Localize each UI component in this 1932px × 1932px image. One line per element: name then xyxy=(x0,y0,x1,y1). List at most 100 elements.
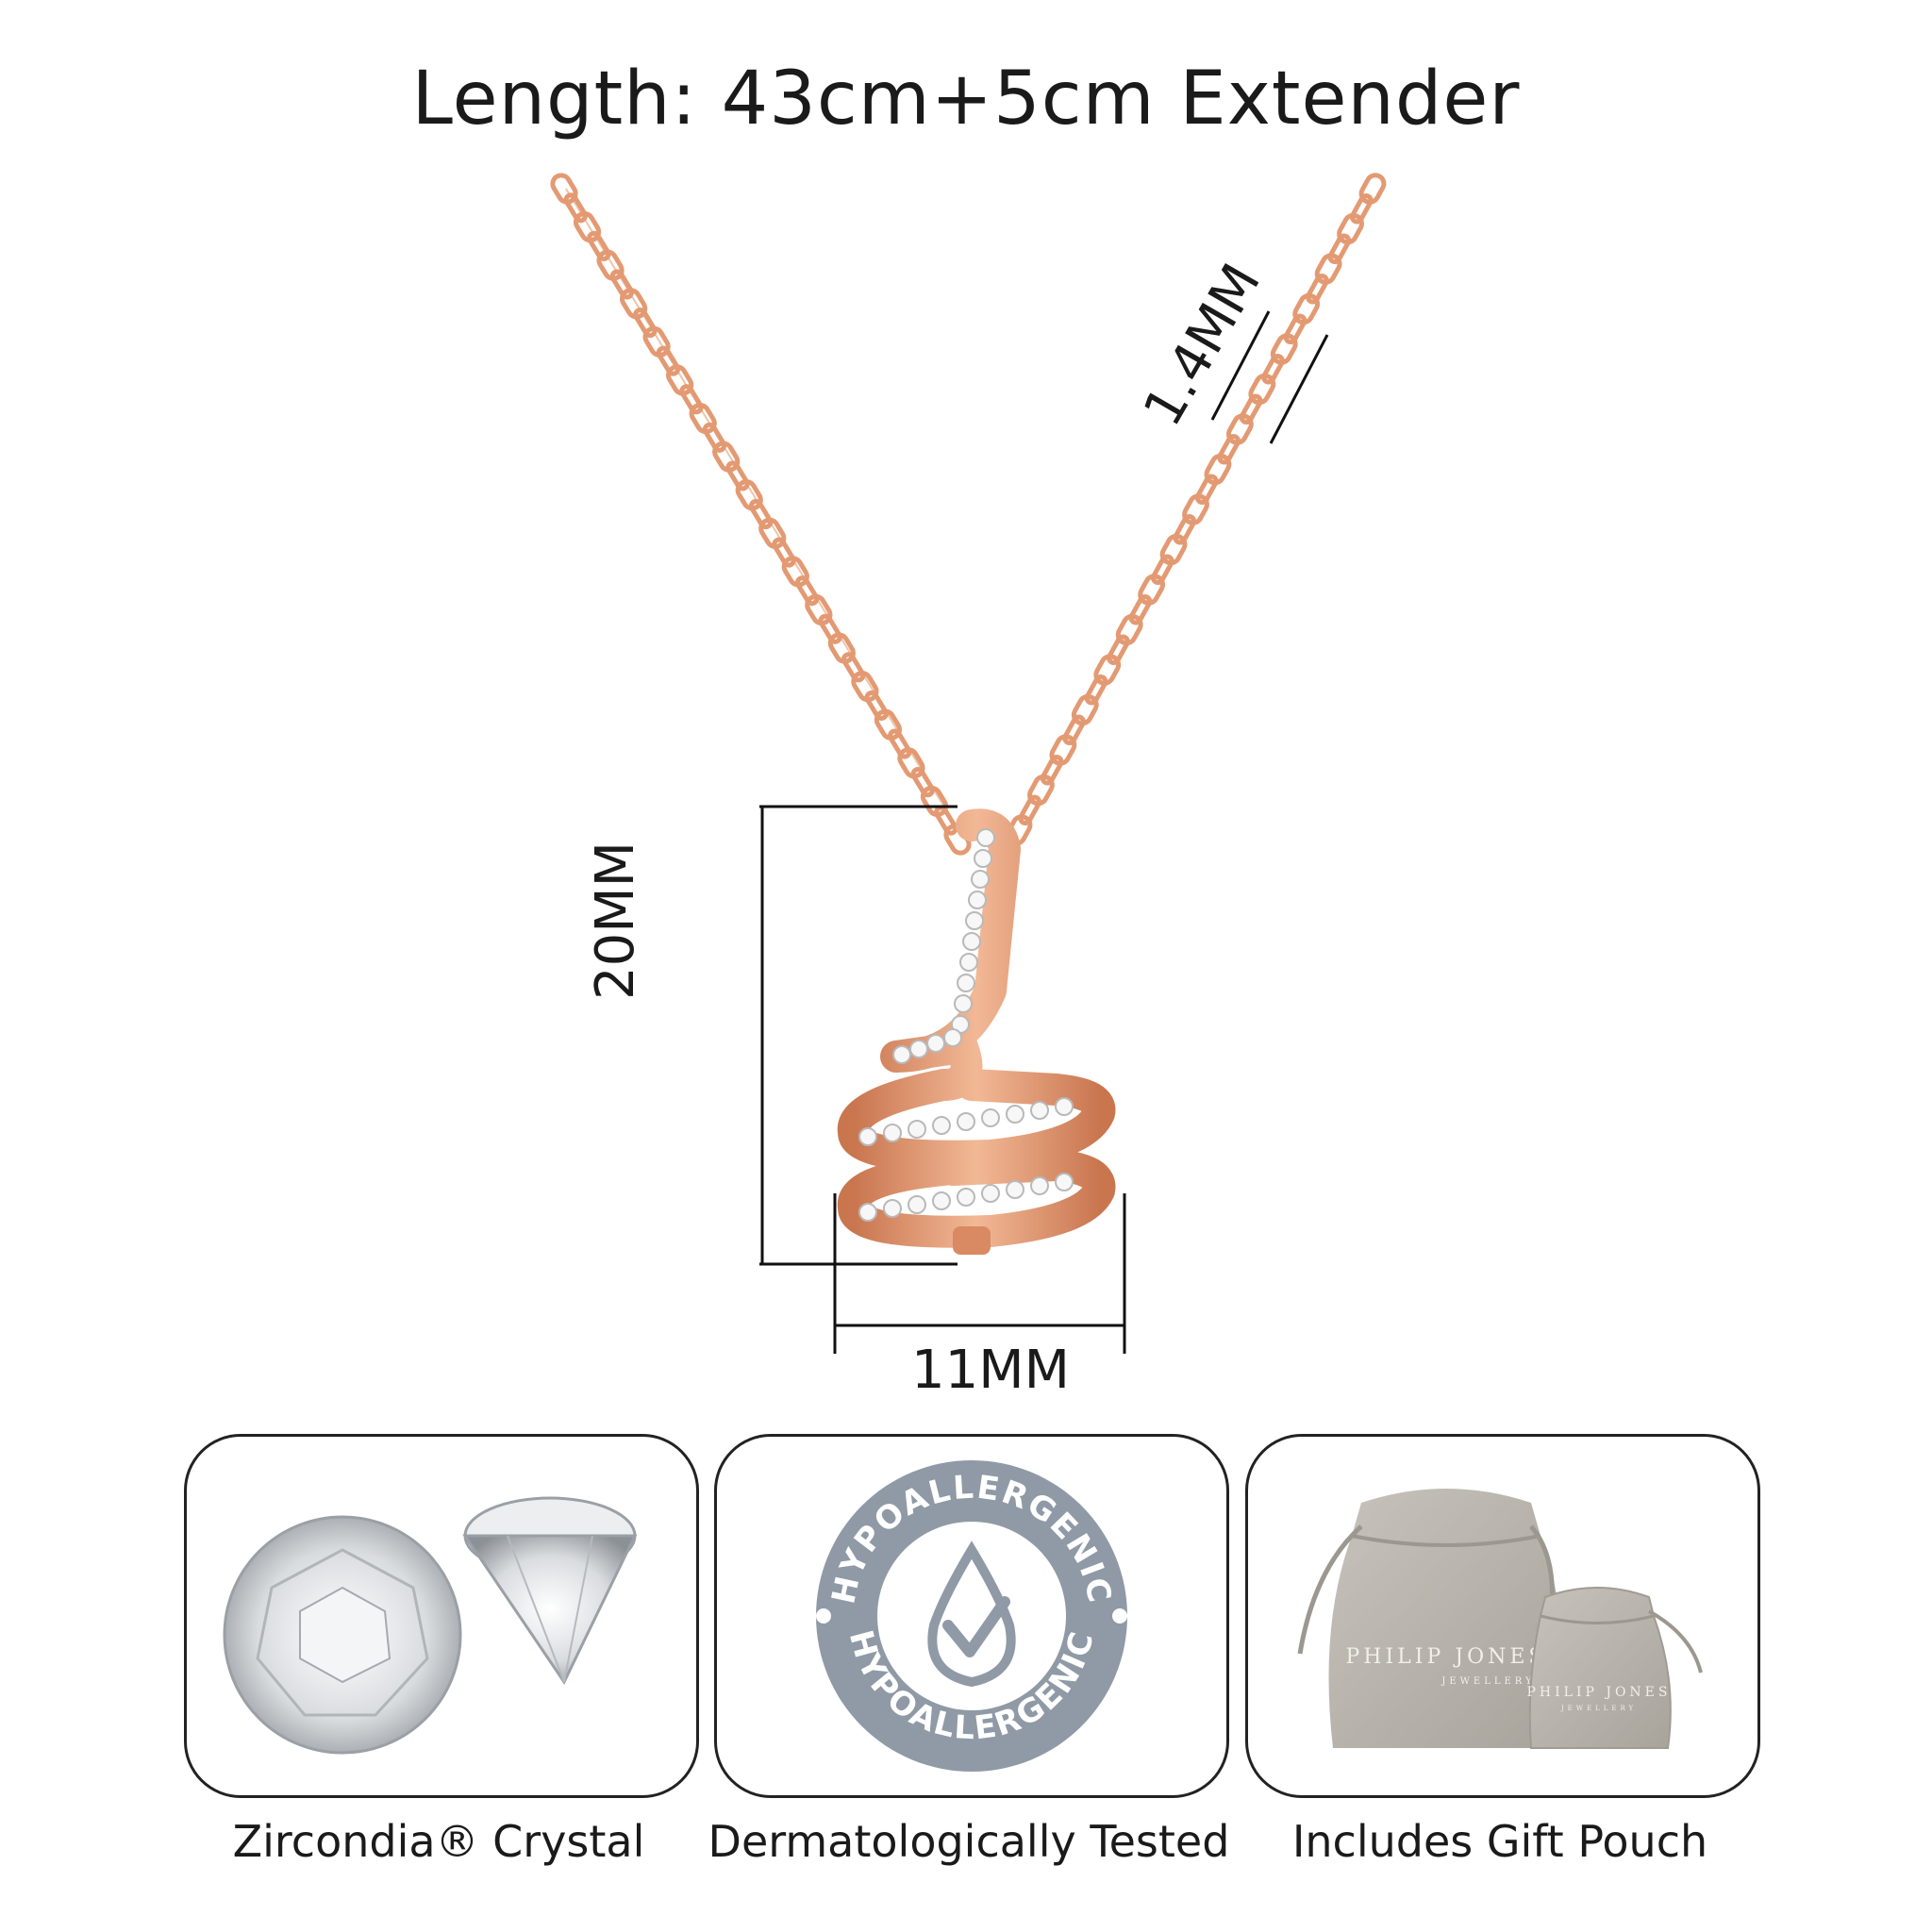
chain-link xyxy=(1071,693,1099,726)
page-title: Length: 43cm+5cm Extender xyxy=(411,57,1521,142)
chain-link xyxy=(851,671,879,703)
chain-link xyxy=(633,308,658,339)
chain-link xyxy=(1337,212,1364,245)
chain-link xyxy=(805,593,833,626)
chain-link xyxy=(642,325,671,358)
feature-card-crystal xyxy=(184,1434,699,1798)
chain-link xyxy=(702,422,727,453)
pendant-stone xyxy=(883,1124,902,1142)
pouch-sub-small: JEWELLERY xyxy=(1560,1705,1637,1712)
chain-link xyxy=(1049,734,1077,766)
chain-link xyxy=(609,269,634,300)
chain-link xyxy=(1239,393,1263,425)
feature-card-gift-pouch: PHILIP JONES JEWELLERY PHILIP JONES JEWE… xyxy=(1245,1434,1760,1798)
chain-link xyxy=(1138,574,1166,606)
chain-link xyxy=(1292,292,1321,325)
gift-pouch-icon: PHILIP JONES JEWELLERY PHILIP JONES JEWE… xyxy=(1297,1489,1703,1749)
height-dimension-line xyxy=(759,805,958,1266)
chain-link xyxy=(689,402,717,435)
chain-link xyxy=(550,173,578,205)
pendant-stone xyxy=(858,1203,877,1222)
chain-link xyxy=(1217,433,1241,465)
chain-dimension-line xyxy=(1210,310,1329,444)
chain-link xyxy=(1027,774,1055,807)
chain-link xyxy=(1194,474,1219,506)
chain-link xyxy=(897,747,925,779)
pendant-stone xyxy=(959,953,978,972)
pendant-stone xyxy=(909,1040,928,1058)
spiral-pendant xyxy=(837,808,1116,1255)
chain-link xyxy=(656,345,681,376)
chain-link xyxy=(758,517,787,549)
chain-link xyxy=(596,249,625,281)
chain-link xyxy=(1204,453,1232,486)
chain-link xyxy=(1314,253,1342,285)
chain-link xyxy=(1283,313,1307,345)
chain-link xyxy=(666,364,694,396)
chain-link xyxy=(1159,533,1188,566)
chain-link xyxy=(934,805,958,836)
chain-link xyxy=(1115,613,1143,646)
feature-card-hypoallergenic: HYPOALLERGENIC HYPOALLERGENIC xyxy=(714,1434,1229,1798)
pendant-stone xyxy=(1030,1101,1049,1120)
pendant-stone xyxy=(965,911,984,930)
pendant-stone xyxy=(974,849,992,868)
chain-link xyxy=(781,556,809,588)
pendant-stone xyxy=(1006,1105,1024,1124)
chain-links-left xyxy=(550,173,972,856)
chain-link xyxy=(864,690,889,721)
chain-link xyxy=(1040,754,1064,786)
chain-link xyxy=(1093,654,1122,686)
chain-link xyxy=(619,288,648,320)
chain-links-right xyxy=(1005,173,1387,846)
pendant-stone xyxy=(943,1028,962,1047)
pendant-stone xyxy=(981,1108,1000,1127)
pendant-stone xyxy=(858,1127,877,1146)
chain-link xyxy=(827,632,856,664)
chain-link xyxy=(1084,674,1108,706)
pouch-brand-small: PHILIP JONES xyxy=(1526,1685,1671,1700)
pendant-stone xyxy=(908,1120,926,1139)
pendant-stone xyxy=(971,870,990,889)
chain-link xyxy=(573,210,602,243)
chain-link xyxy=(1270,333,1298,365)
pendant-stone xyxy=(962,932,981,951)
pouch-brand-large: PHILIP JONES xyxy=(1345,1645,1546,1669)
pendant-stone xyxy=(1055,1097,1074,1116)
chain-link xyxy=(1327,233,1352,265)
chain-link xyxy=(712,441,741,473)
chain-link xyxy=(1225,413,1254,445)
chain-link xyxy=(725,460,750,491)
chain-link xyxy=(1182,493,1209,525)
chain-link xyxy=(679,384,704,415)
pendant-stone xyxy=(981,1184,1000,1203)
pendant-stone xyxy=(976,828,995,847)
width-dimension-line xyxy=(833,1193,1126,1354)
pendant-stone xyxy=(968,891,987,909)
pendant-stone xyxy=(957,1112,975,1131)
chain-link xyxy=(772,537,796,568)
chain-link xyxy=(1173,513,1197,545)
pendant-stone xyxy=(957,974,975,992)
chain-link xyxy=(1358,173,1387,205)
pendant-stone xyxy=(892,1045,911,1064)
chain-link xyxy=(1306,273,1329,305)
hypoallergenic-badge-icon: HYPOALLERGENIC HYPOALLERGENIC xyxy=(816,1460,1127,1772)
chain-link xyxy=(794,575,820,607)
feature-label-dermatologically-tested: Dermatologically Tested xyxy=(708,1816,1230,1867)
crystal-icon xyxy=(223,1496,638,1755)
pendant-stone xyxy=(932,1191,951,1210)
chain-link xyxy=(587,230,611,261)
pendant-stone xyxy=(926,1034,945,1053)
chain-link xyxy=(1248,373,1276,406)
pendant-stone xyxy=(1030,1176,1049,1195)
chain-link xyxy=(563,192,588,224)
chain-link xyxy=(1018,794,1042,826)
feature-label-gift-pouch: Includes Gift Pouch xyxy=(1291,1816,1708,1867)
chain-link xyxy=(748,498,774,530)
chain-link xyxy=(1107,634,1130,666)
chain-link xyxy=(910,767,935,798)
pendant-stone xyxy=(1055,1173,1074,1191)
pendant-stone xyxy=(908,1195,926,1214)
